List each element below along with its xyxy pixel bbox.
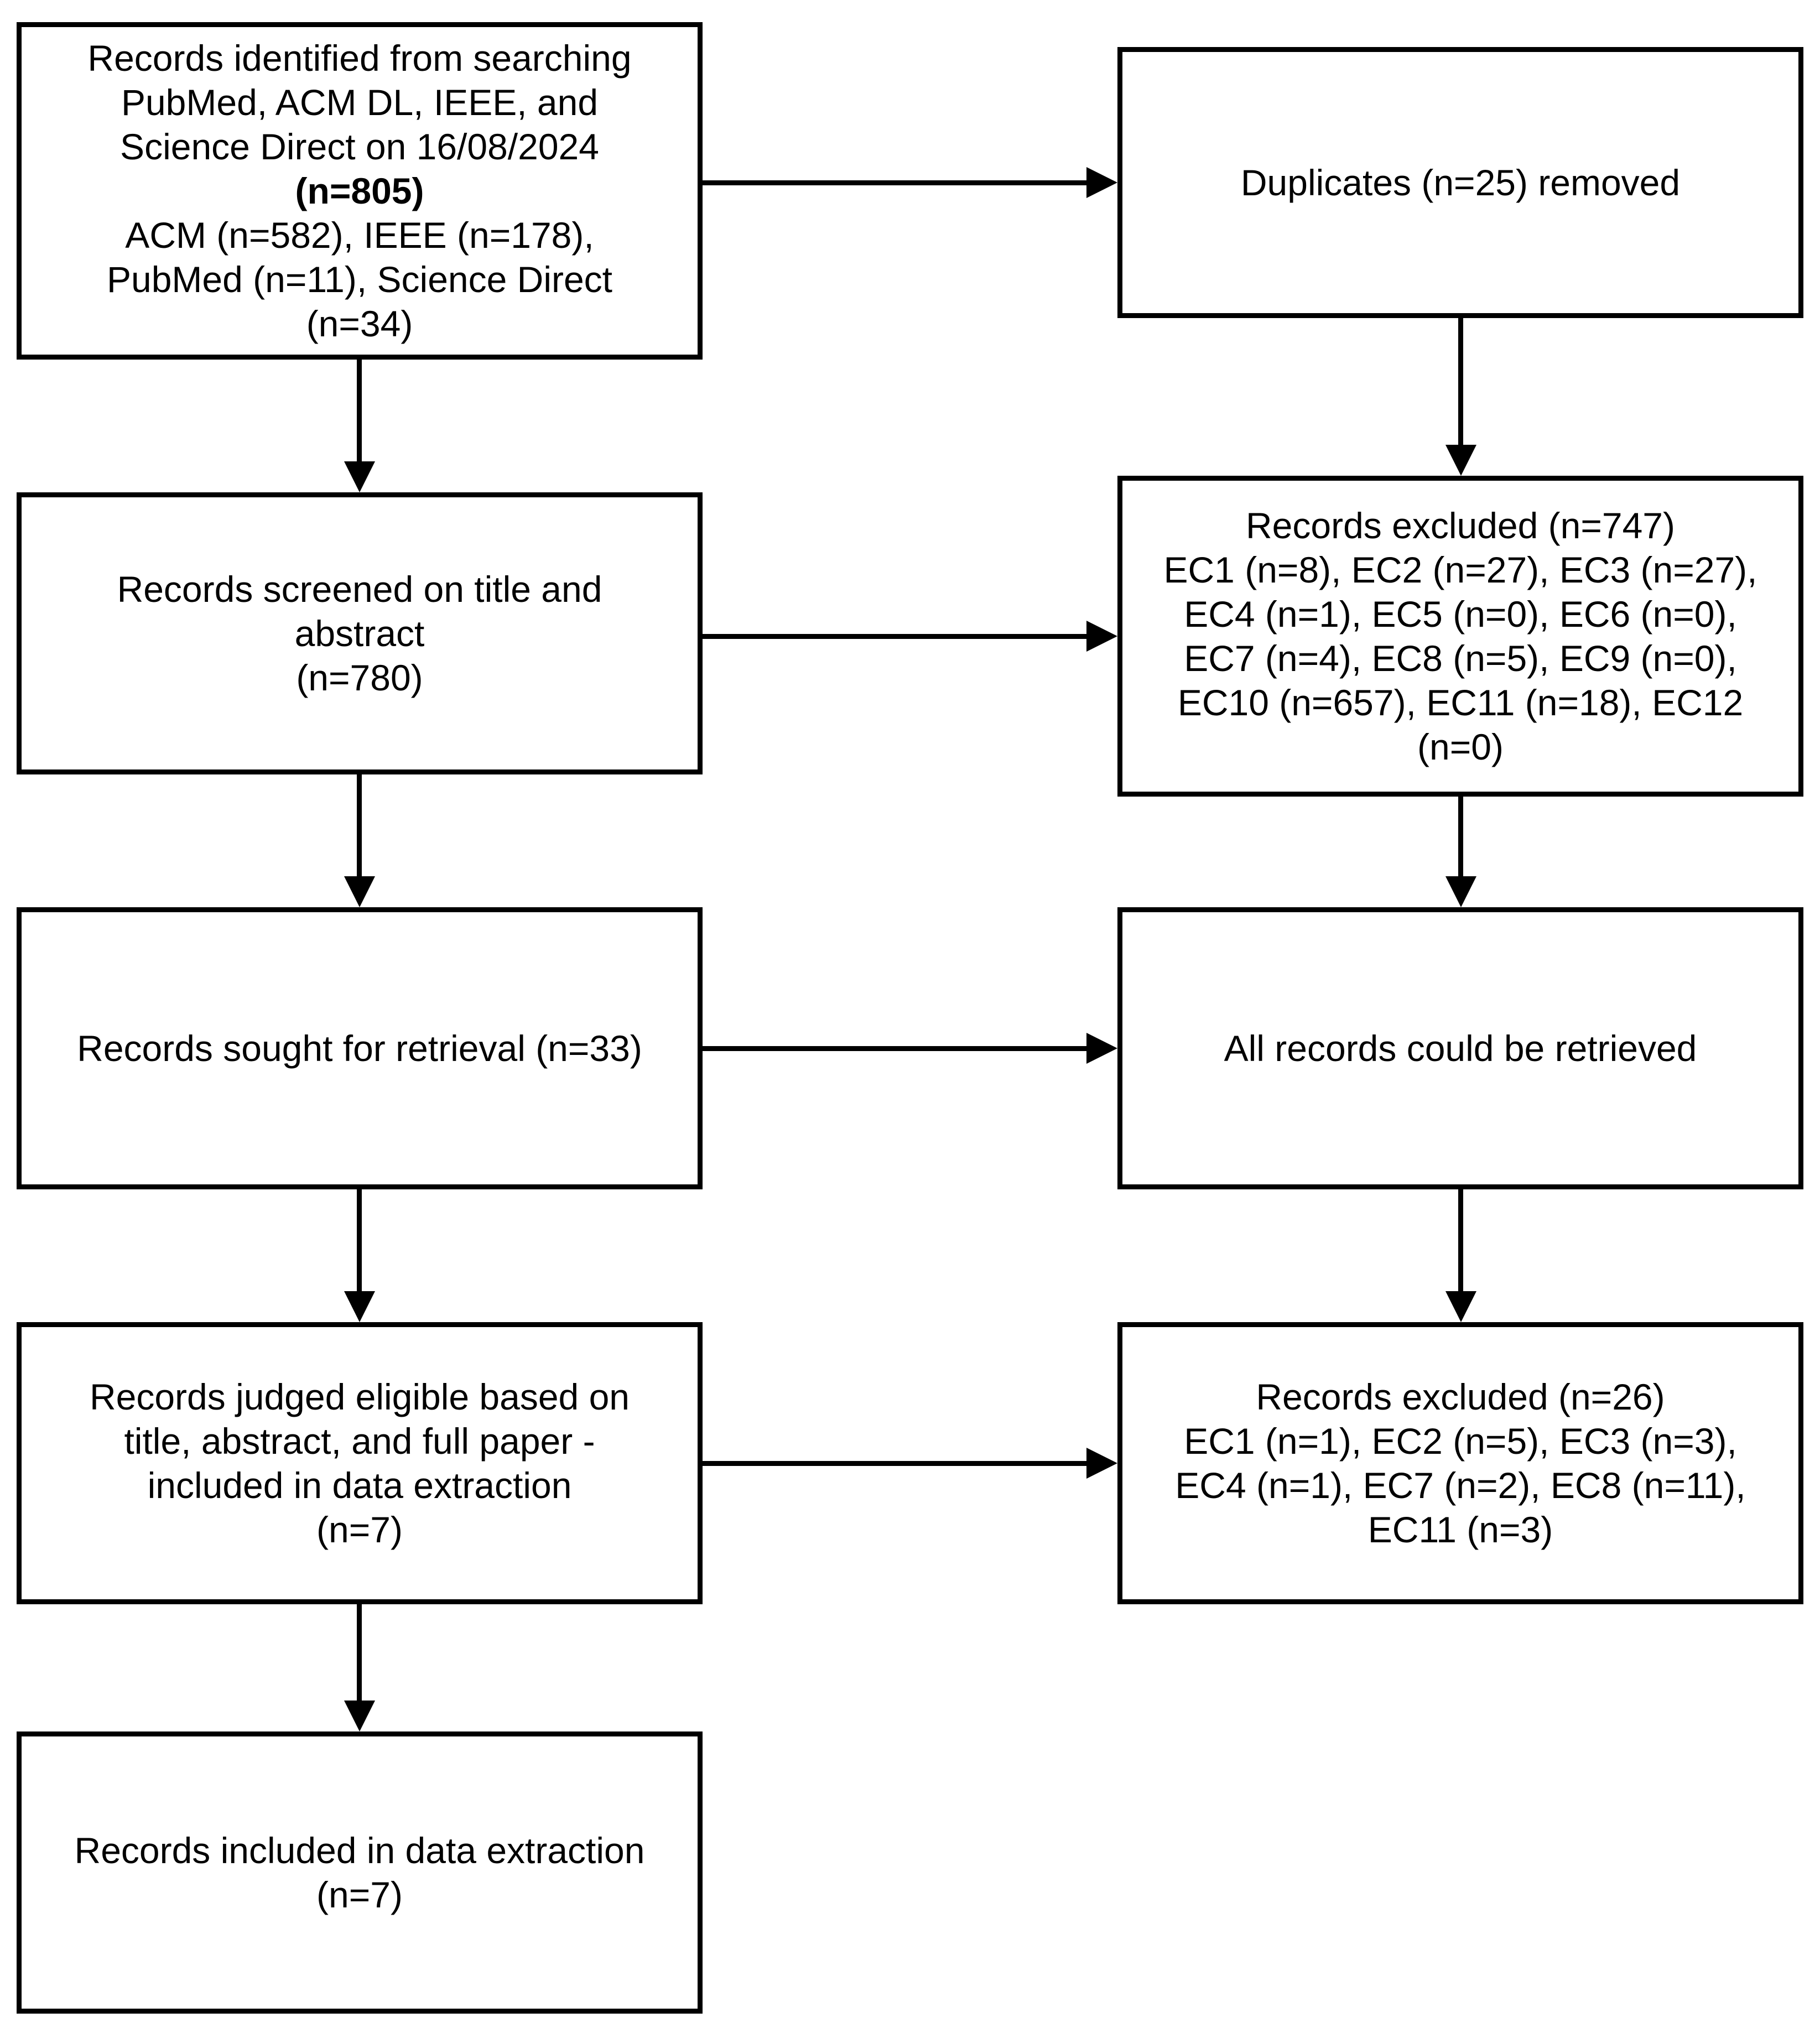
arrowhead-right-icon: [1086, 167, 1117, 198]
box-excluded-eligibility-line: EC4 (n=1), EC7 (n=2), EC8 (n=11),: [1175, 1465, 1746, 1506]
box-duplicates-removed: Duplicates (n=25) removed: [1117, 47, 1803, 318]
box-excluded-screening-line: EC10 (n=657), EC11 (n=18), EC12: [1177, 682, 1744, 723]
arrowhead-down-icon: [344, 461, 375, 492]
box-excluded-screening-line: EC7 (n=4), EC8 (n=5), EC9 (n=0),: [1184, 638, 1737, 679]
arrow-screened-to-excluded-line: [703, 634, 1090, 639]
box-screened-line: (n=780): [296, 657, 423, 698]
box-identification-line: Records identified from searching: [87, 38, 632, 79]
arrow-excluded-to-retrieved-line: [1458, 797, 1463, 880]
box-excluded-screening: Records excluded (n=747) EC1 (n=8), EC2 …: [1117, 476, 1803, 797]
box-identification-line: PubMed (n=11), Science Direct: [106, 259, 613, 300]
arrowhead-down-icon: [1445, 445, 1476, 476]
box-eligible-extraction-line: title, abstract, and full paper -: [124, 1421, 595, 1462]
box-excluded-screening-line: (n=0): [1417, 726, 1504, 767]
box-eligible-extraction-line: included in data extraction: [147, 1465, 572, 1506]
box-included-extraction: Records included in data extraction (n=7…: [17, 1731, 703, 2014]
arrow-duplicates-to-excluded-line: [1458, 318, 1463, 448]
box-identification-line: Science Direct on 16/08/2024: [120, 126, 599, 167]
arrow-eligible-to-excluded-line: [703, 1461, 1090, 1466]
arrowhead-down-icon: [1445, 1291, 1476, 1322]
box-sought-retrieval-line: Records sought for retrieval (n=33): [77, 1028, 642, 1069]
box-excluded-screening-line: EC1 (n=8), EC2 (n=27), EC3 (n=27),: [1163, 549, 1757, 590]
box-excluded-eligibility-line: EC1 (n=1), EC2 (n=5), EC3 (n=3),: [1184, 1421, 1737, 1462]
arrowhead-down-icon: [1445, 876, 1476, 907]
arrowhead-down-icon: [344, 1701, 375, 1731]
box-screened: Records screened on title and abstract (…: [17, 492, 703, 774]
box-identification-line: ACM (n=582), IEEE (n=178),: [125, 215, 594, 256]
box-screened-line: abstract: [294, 613, 425, 654]
box-excluded-screening-line: EC4 (n=1), EC5 (n=0), EC6 (n=0),: [1184, 594, 1737, 635]
arrow-identification-to-duplicates-line: [703, 180, 1090, 185]
arrow-identification-to-screened-line: [357, 360, 362, 465]
box-included-extraction-line: (n=7): [316, 1874, 403, 1915]
box-identification-line: PubMed, ACM DL, IEEE, and: [121, 82, 599, 123]
box-screened-line: Records screened on title and: [117, 569, 602, 610]
box-sought-retrieval: Records sought for retrieval (n=33): [17, 907, 703, 1189]
box-all-retrieved-line: All records could be retrieved: [1224, 1028, 1697, 1069]
box-excluded-eligibility-line: Records excluded (n=26): [1256, 1376, 1665, 1417]
box-eligible-extraction: Records judged eligible based on title, …: [17, 1322, 703, 1604]
box-eligible-extraction-line: Records judged eligible based on: [89, 1376, 630, 1417]
box-included-extraction-line: Records included in data extraction: [74, 1830, 645, 1871]
box-duplicates-removed-line: Duplicates (n=25) removed: [1240, 162, 1681, 203]
box-eligible-extraction-line: (n=7): [316, 1509, 403, 1550]
box-all-retrieved: All records could be retrieved: [1117, 907, 1803, 1189]
box-excluded-screening-line: Records excluded (n=747): [1246, 505, 1675, 546]
box-identification-line: (n=34): [306, 303, 413, 344]
box-excluded-eligibility: Records excluded (n=26) EC1 (n=1), EC2 (…: [1117, 1322, 1803, 1604]
box-identification-total-count: (n=805): [295, 170, 424, 211]
arrow-screened-to-sought-line: [357, 774, 362, 880]
arrowhead-right-icon: [1086, 1448, 1117, 1479]
arrowhead-down-icon: [344, 1291, 375, 1322]
arrowhead-right-icon: [1086, 621, 1117, 652]
arrow-eligible-to-included-line: [357, 1604, 362, 1704]
box-identification: Records identified from searching PubMed…: [17, 22, 703, 360]
box-excluded-eligibility-line: EC11 (n=3): [1367, 1509, 1553, 1550]
arrow-sought-to-retrieved-line: [703, 1046, 1090, 1051]
arrow-sought-to-eligible-line: [357, 1189, 362, 1294]
arrow-retrieved-to-excluded-line: [1458, 1189, 1463, 1294]
arrowhead-right-icon: [1086, 1033, 1117, 1064]
arrowhead-down-icon: [344, 876, 375, 907]
